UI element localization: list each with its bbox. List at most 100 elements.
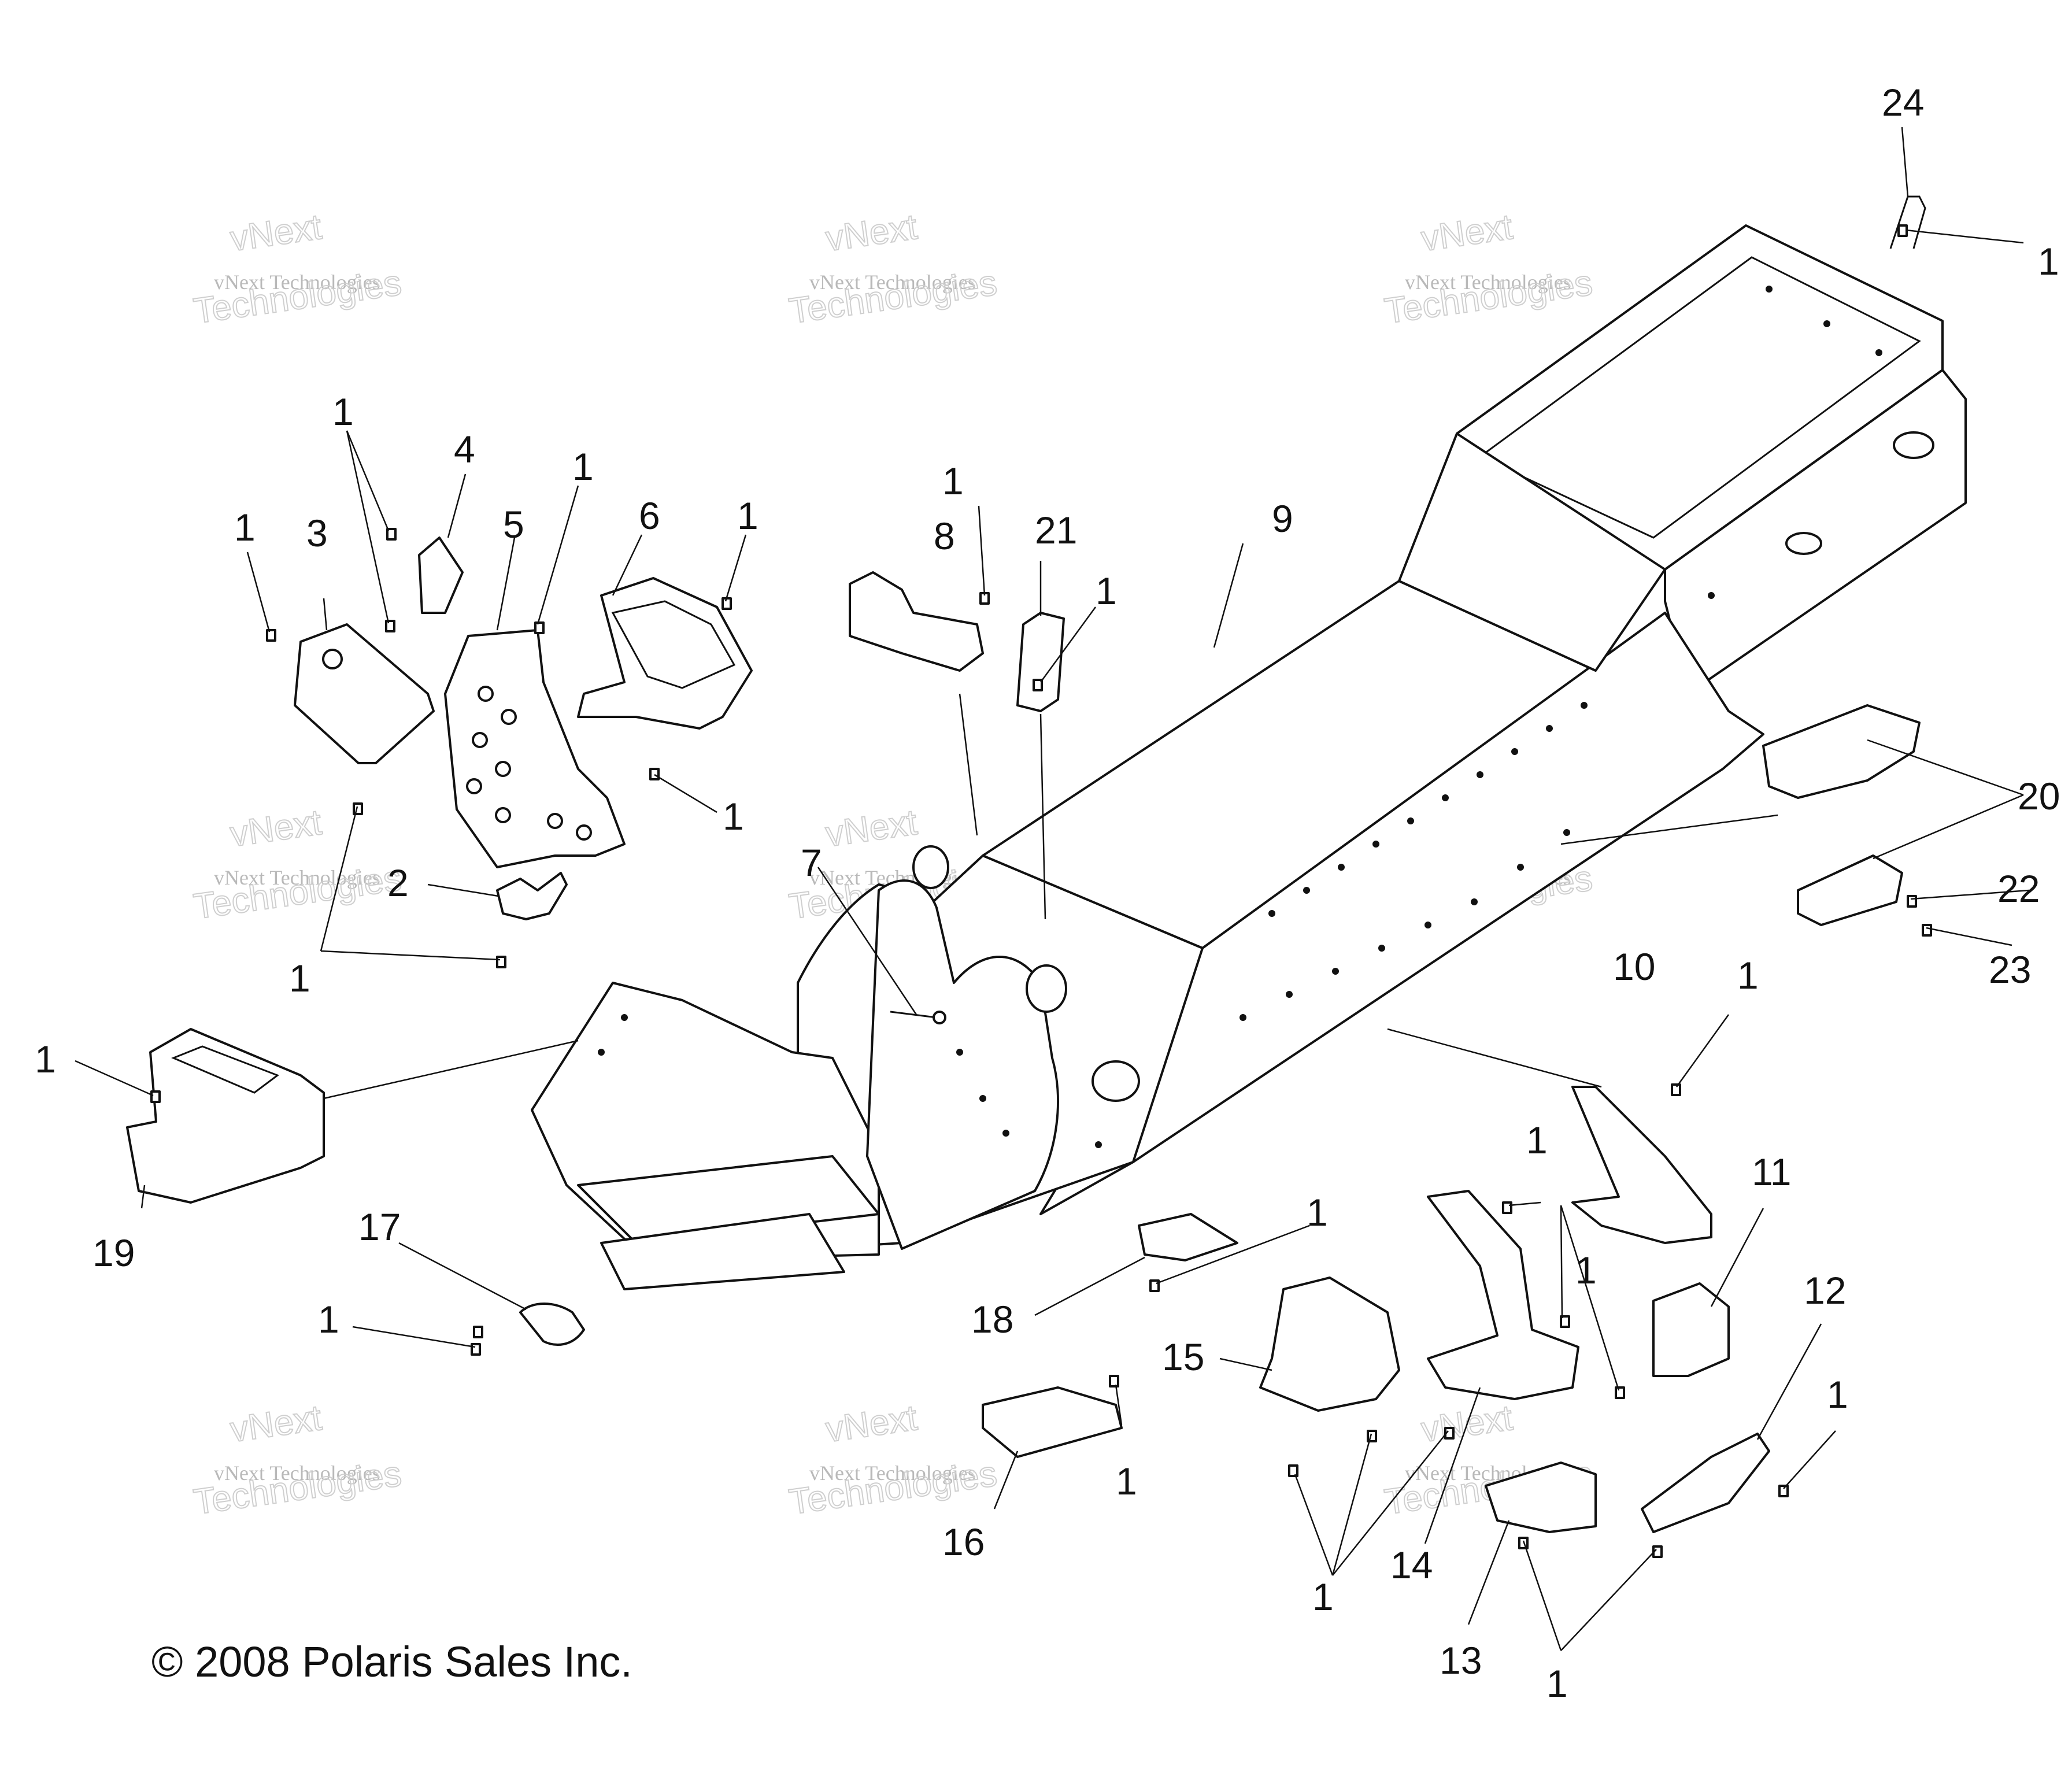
watermark: vNext vNext Technologies Technologies — [786, 206, 1000, 332]
front-frame-lower — [600, 1213, 845, 1290]
part-14-bracket — [1427, 1190, 1579, 1400]
part-6-window — [611, 600, 736, 689]
watermark: vNext vNext Technologies Technologies — [1382, 206, 1596, 332]
callout-9: 9 — [1272, 497, 1293, 540]
callout-13: 13 — [1440, 1639, 1482, 1682]
watermark-line1: vNext — [1419, 207, 1515, 259]
watermark-line1: vNext — [228, 802, 324, 854]
callout-11: 11 — [1752, 1150, 1792, 1193]
watermark-line1: vNext — [823, 207, 920, 259]
part-19-bracket — [126, 1028, 325, 1204]
tunnel-rear-riser — [1398, 432, 1666, 672]
callout-1: 1 — [332, 390, 354, 433]
part-6-guard — [577, 577, 753, 730]
part-13-bracket — [1485, 1462, 1597, 1533]
callout-15: 15 — [1162, 1335, 1204, 1378]
watermark-line1: vNext — [823, 802, 920, 854]
callout-10: 10 — [1613, 945, 1655, 988]
frame-access-hole — [1893, 431, 1934, 459]
watermark-line1: vNext — [228, 1398, 324, 1450]
callout-20: 20 — [2018, 775, 2060, 817]
part-3-hole — [322, 649, 343, 669]
part-15-guard — [1259, 1276, 1400, 1412]
part-24-hook — [1889, 195, 1926, 249]
part-5-holes — [466, 686, 592, 841]
callout-1: 1 — [35, 1038, 56, 1081]
watermark-line2: vNext Technologies — [214, 1462, 380, 1485]
part-3-bracket — [294, 623, 435, 764]
callout-1: 1 — [1546, 1662, 1568, 1705]
part-5-panel — [444, 629, 626, 868]
part-20-latch-plate — [1797, 854, 1903, 926]
callout-1: 1 — [1096, 569, 1117, 612]
callout-22: 22 — [1997, 867, 2040, 910]
spindle-hoop-plate — [866, 879, 1059, 1250]
leader-lines — [75, 127, 2030, 1651]
callout-2: 2 — [387, 861, 409, 904]
callout-21: 21 — [1035, 509, 1077, 552]
callout-7: 7 — [801, 841, 822, 884]
frame-access-hole — [912, 845, 949, 889]
callout-1: 1 — [1116, 1460, 1137, 1503]
frame-access-hole — [1785, 532, 1822, 555]
watermark-line1: vNext — [823, 1398, 920, 1450]
frame-access-hole — [1092, 1060, 1140, 1102]
watermark-line1: vNext — [228, 207, 324, 259]
callout-1: 1 — [942, 460, 964, 502]
callout-1: 1 — [572, 445, 594, 488]
callout-5: 5 — [503, 503, 524, 546]
part-7-bolt — [890, 1011, 937, 1019]
chassis-tunnel — [531, 224, 1967, 1290]
callout-1: 1 — [234, 506, 256, 549]
part-11-plate — [1652, 1282, 1730, 1377]
watermark: vNext vNext Technologies Technologies — [191, 1397, 405, 1523]
watermark-line2: vNext Technologies — [214, 271, 380, 294]
part-18-plate — [1138, 1213, 1238, 1261]
callout-19: 19 — [92, 1231, 135, 1274]
part-19-slots — [171, 1045, 280, 1094]
callout-labels: 24 1 1 4 1 1 3 5 6 1 1 8 21 1 9 1 7 2 1 … — [35, 81, 2060, 1705]
part-17-bumper — [519, 1303, 585, 1346]
callout-1: 1 — [1307, 1191, 1328, 1234]
watermark: vNext vNext Technologies Technologies — [191, 802, 405, 927]
watermark: vNext vNext Technologies Technologies — [786, 1397, 1000, 1523]
watermark-line2: vNext Technologies — [809, 271, 976, 294]
part-20-seat-bracket — [1762, 704, 1921, 799]
watermark-line2: vNext Technologies — [214, 866, 380, 889]
callout-1: 1 — [1737, 954, 1759, 997]
rivet-holes — [598, 286, 1882, 1148]
callout-1: 1 — [2038, 240, 2059, 283]
callout-1: 1 — [737, 494, 758, 537]
watermark-line2: vNext Technologies — [1405, 271, 1571, 294]
tunnel-side — [1039, 612, 1764, 1215]
frame-access-hole — [1026, 964, 1067, 1013]
part-7-bolt-head — [933, 1011, 946, 1024]
part-16-plate — [982, 1386, 1123, 1458]
callout-6: 6 — [639, 494, 660, 537]
part-4-bracket — [418, 536, 464, 614]
callout-24: 24 — [1882, 81, 1924, 124]
part-12-plate — [1641, 1433, 1770, 1533]
callout-3: 3 — [306, 512, 328, 554]
callout-1: 1 — [723, 795, 744, 838]
small-parts — [126, 195, 1926, 1533]
part-10-guard — [1571, 1086, 1712, 1244]
part-8-bracket — [849, 571, 984, 672]
callout-14: 14 — [1390, 1544, 1433, 1586]
tunnel-rear-box-side — [1664, 369, 1967, 695]
callout-17: 17 — [358, 1205, 401, 1248]
watermark: vNext vNext Technologies Technologies — [191, 206, 405, 332]
watermark-line2: vNext Technologies — [809, 1462, 976, 1485]
callout-23: 23 — [1989, 948, 2031, 991]
callout-1: 1 — [289, 957, 310, 1000]
callout-1: 1 — [1575, 1249, 1597, 1292]
callout-1: 1 — [1827, 1373, 1848, 1416]
callout-1: 1 — [318, 1298, 339, 1341]
callout-1: 1 — [1526, 1119, 1548, 1161]
callout-18: 18 — [971, 1298, 1013, 1341]
part-21-mount — [1016, 612, 1065, 712]
copyright-text: © 2008 Polaris Sales Inc. — [151, 1638, 632, 1686]
callout-4: 4 — [454, 428, 475, 471]
tunnel-rear-floor — [1478, 256, 1921, 539]
